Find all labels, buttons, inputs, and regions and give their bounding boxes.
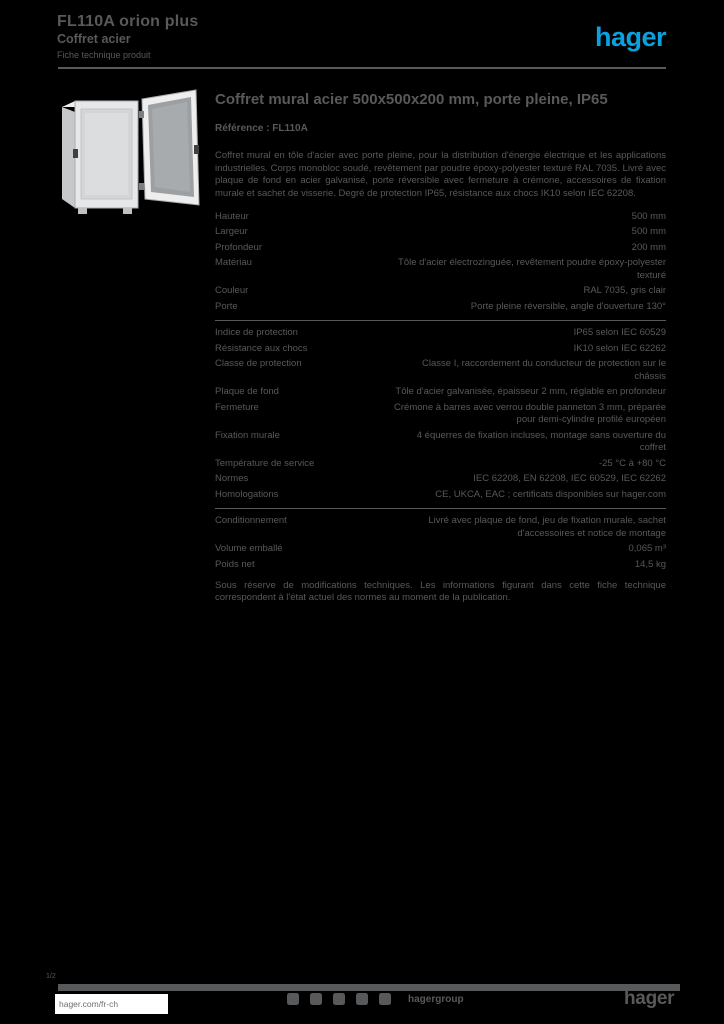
footer-rule [58, 984, 680, 991]
social-handle: hagergroup [408, 993, 464, 1005]
spec-row: Plaque de fond Tôle d'acier galvanisée, … [215, 385, 666, 401]
social-bar: hagergroup [287, 993, 464, 1005]
twitter-icon[interactable] [310, 993, 322, 1005]
spec-value: IK10 selon IEC 62262 [573, 342, 666, 354]
product-title: Coffret mural acier 500x500x200 mm, port… [215, 91, 608, 108]
header-block: FL110A orion plus Coffret acier Fiche te… [57, 13, 377, 61]
spec-label: Largeur [215, 226, 248, 237]
hager-logo: hager [594, 22, 667, 52]
spec-section: Coffret mural en tôle d'acier avec porte… [215, 150, 666, 614]
spec-row: Résistance aux chocs IK10 selon IEC 6226… [215, 341, 666, 357]
spec-label: Poids net [215, 558, 255, 570]
website-link-label: hager.com/fr-ch [59, 999, 119, 1009]
spec-row: Classe de protection Classe I, raccordem… [215, 357, 666, 385]
product-reference: Référence : FL110A [215, 123, 308, 134]
spec-value: -25 °C à +80 °C [598, 457, 666, 469]
spec-value: 4 équerres de fixation incluses, montage… [416, 429, 666, 454]
spec-row: Conditionnement Livré avec plaque de fon… [215, 514, 666, 542]
spec-label: Couleur [215, 285, 249, 296]
spec-row: Hauteur 500 mm [215, 209, 666, 225]
spec-label: Fermeture [215, 401, 259, 413]
spec-label: Température de service [215, 457, 315, 469]
header-subtitle: Coffret acier [57, 32, 131, 46]
spec-value: Porte pleine réversible, angle d'ouvertu… [470, 300, 666, 312]
product-image-enclosure [62, 89, 200, 214]
spec-value: Tôle d'acier électrozinguée, revêtement … [398, 257, 666, 281]
spec-value: Crémone à barres avec verrou double pann… [394, 401, 666, 426]
instagram-icon[interactable] [379, 993, 391, 1005]
spec-value: 14,5 kg [634, 558, 666, 570]
spec-value: RAL 7035, gris clair [583, 285, 666, 296]
spec-row: Porte Porte pleine réversible, angle d'o… [215, 299, 666, 315]
spec-endnote: Sous réserve de modifications techniques… [215, 579, 666, 604]
spec-label: Conditionnement [215, 515, 287, 526]
spec-label: Indice de protection [215, 327, 298, 338]
youtube-icon[interactable] [333, 993, 345, 1005]
spec-row: Fixation murale 4 équerres de fixation i… [215, 428, 666, 456]
spec-row: Volume emballé 0,065 m³ [215, 542, 666, 558]
spec-label: Porte [215, 300, 238, 312]
spec-label: Homologations [215, 488, 279, 500]
spec-row: Matériau Tôle d'acier électrozinguée, re… [215, 256, 666, 284]
spec-value: CE, UKCA, EAC ; certificats disponibles … [435, 488, 666, 500]
header-doc-type: Fiche technique produit [57, 50, 151, 60]
section-divider [215, 507, 666, 509]
spec-row: Largeur 500 mm [215, 225, 666, 241]
spec-value: Tôle d'acier galvanisée, épaisseur 2 mm,… [395, 386, 666, 397]
product-description: Coffret mural en tôle d'acier avec porte… [215, 150, 666, 199]
spec-value: 500 mm [631, 226, 666, 237]
website-link[interactable]: hager.com/fr-ch [55, 994, 168, 1014]
spec-row: Profondeur 200 mm [215, 240, 666, 256]
spec-row: Poids net 14,5 kg [215, 557, 666, 573]
spec-table: Hauteur 500 mm Largeur 500 mm Profondeur… [215, 209, 666, 573]
spec-row: Homologations CE, UKCA, EAC ; certificat… [215, 487, 666, 503]
spec-label: Classe de protection [215, 358, 302, 369]
header-reference: FL110A orion plus [57, 13, 199, 30]
spec-value: 500 mm [631, 210, 666, 222]
spec-value: 0,065 m³ [628, 543, 667, 554]
header-rule [58, 67, 666, 69]
spec-value: 200 mm [631, 241, 666, 253]
page-indicator: 1/2 [46, 973, 56, 980]
spec-value: Classe I, raccordement du conducteur de … [422, 358, 666, 382]
spec-label: Matériau [215, 257, 252, 268]
spec-label: Profondeur [215, 241, 263, 253]
spec-row: Température de service -25 °C à +80 °C [215, 456, 666, 472]
footer-brand-wordmark: hager [624, 988, 675, 1009]
spec-row: Normes IEC 62208, EN 62208, IEC 60529, I… [215, 472, 666, 488]
spec-label: Normes [215, 473, 249, 484]
spec-value: IEC 62208, EN 62208, IEC 60529, IEC 6226… [473, 473, 666, 484]
spec-label: Résistance aux chocs [215, 342, 308, 354]
spec-row: Couleur RAL 7035, gris clair [215, 284, 666, 300]
spec-label: Plaque de fond [215, 386, 279, 397]
linkedin-icon[interactable] [356, 993, 368, 1005]
section-divider [215, 319, 666, 321]
spec-label: Fixation murale [215, 429, 280, 441]
spec-label: Hauteur [215, 210, 249, 222]
spec-row: Fermeture Crémone à barres avec verrou d… [215, 400, 666, 428]
spec-label: Volume emballé [215, 543, 283, 554]
spec-value: Livré avec plaque de fond, jeu de fixati… [428, 515, 666, 539]
spec-row: Indice de protection IP65 selon IEC 6052… [215, 326, 666, 342]
facebook-icon[interactable] [287, 993, 299, 1005]
spec-value: IP65 selon IEC 60529 [573, 327, 666, 338]
